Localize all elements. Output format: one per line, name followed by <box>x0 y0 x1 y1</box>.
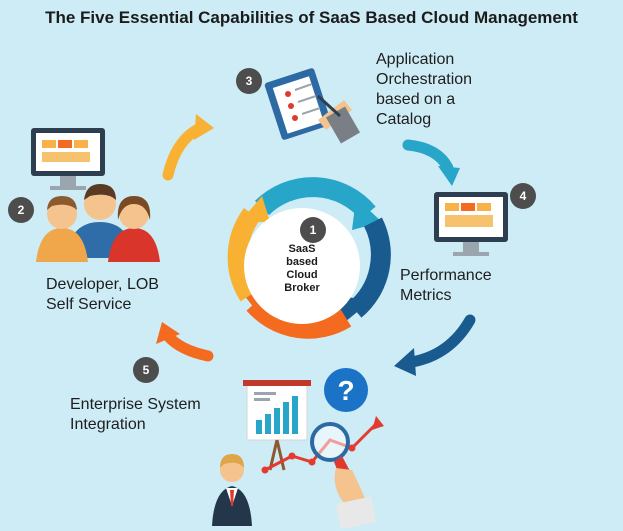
step-2-badge: 2 <box>8 197 34 223</box>
step-3-badge: 3 <box>236 68 262 94</box>
ring-arrowhead-yellow <box>240 196 270 222</box>
monitor-dashboard-icon <box>434 192 508 256</box>
flow-arrow-teal <box>402 139 454 174</box>
step-4-label: Performance Metrics <box>400 267 492 304</box>
flow-arrow-blue <box>406 314 476 368</box>
flow-arrow-orange <box>162 330 214 362</box>
step-2-label: Developer, LOB Self Service <box>46 276 159 313</box>
analytics-magnifier-icon: ? <box>212 368 384 530</box>
flow-arrowhead-yellow <box>194 114 214 140</box>
flow-arrowhead-blue <box>394 348 416 376</box>
step-3-label: Application Orchestration based on a Cat… <box>376 51 473 128</box>
users-with-monitor-icon <box>31 128 160 262</box>
step-5-badge: 5 <box>133 357 159 383</box>
svg-text:?: ? <box>337 375 354 406</box>
flow-arrowhead-teal <box>438 166 460 186</box>
ring-segment-teal <box>254 177 376 220</box>
ring-segment-yellow <box>227 208 261 302</box>
cycle-ring <box>227 177 391 339</box>
center-label: SaaS based Cloud Broker <box>284 243 320 294</box>
step-4-badge: 4 <box>510 183 536 209</box>
clipboard-checklist-icon <box>264 68 361 144</box>
step-5-label: Enterprise System Integration <box>70 396 201 433</box>
diagram-title: The Five Essential Capabilities of SaaS … <box>45 8 578 27</box>
flow-arrowhead-orange <box>156 322 180 344</box>
step-1-badge: 1 <box>300 217 326 243</box>
ring-inner <box>244 208 360 324</box>
